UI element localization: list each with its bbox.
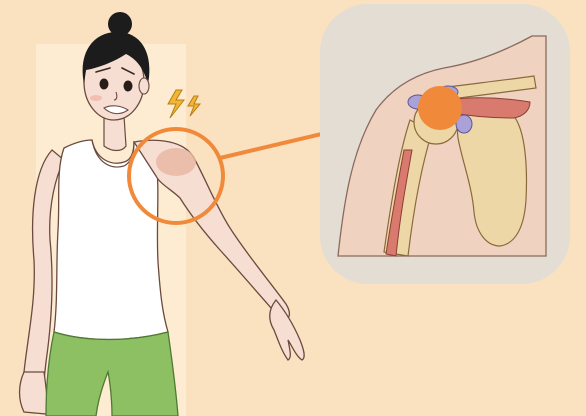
tank-top	[54, 140, 168, 340]
cheek-blush	[90, 95, 102, 101]
shoulder-pain-highlight	[156, 148, 196, 176]
hair-bun	[108, 12, 132, 36]
right-hand	[20, 372, 47, 414]
right-eye	[124, 81, 133, 92]
neck	[104, 116, 126, 151]
inset-inflammation-marker	[418, 86, 462, 130]
shorts	[46, 332, 178, 416]
ear	[139, 78, 149, 94]
left-eye	[100, 79, 109, 90]
shoulder-anatomy-inset	[320, 4, 570, 284]
